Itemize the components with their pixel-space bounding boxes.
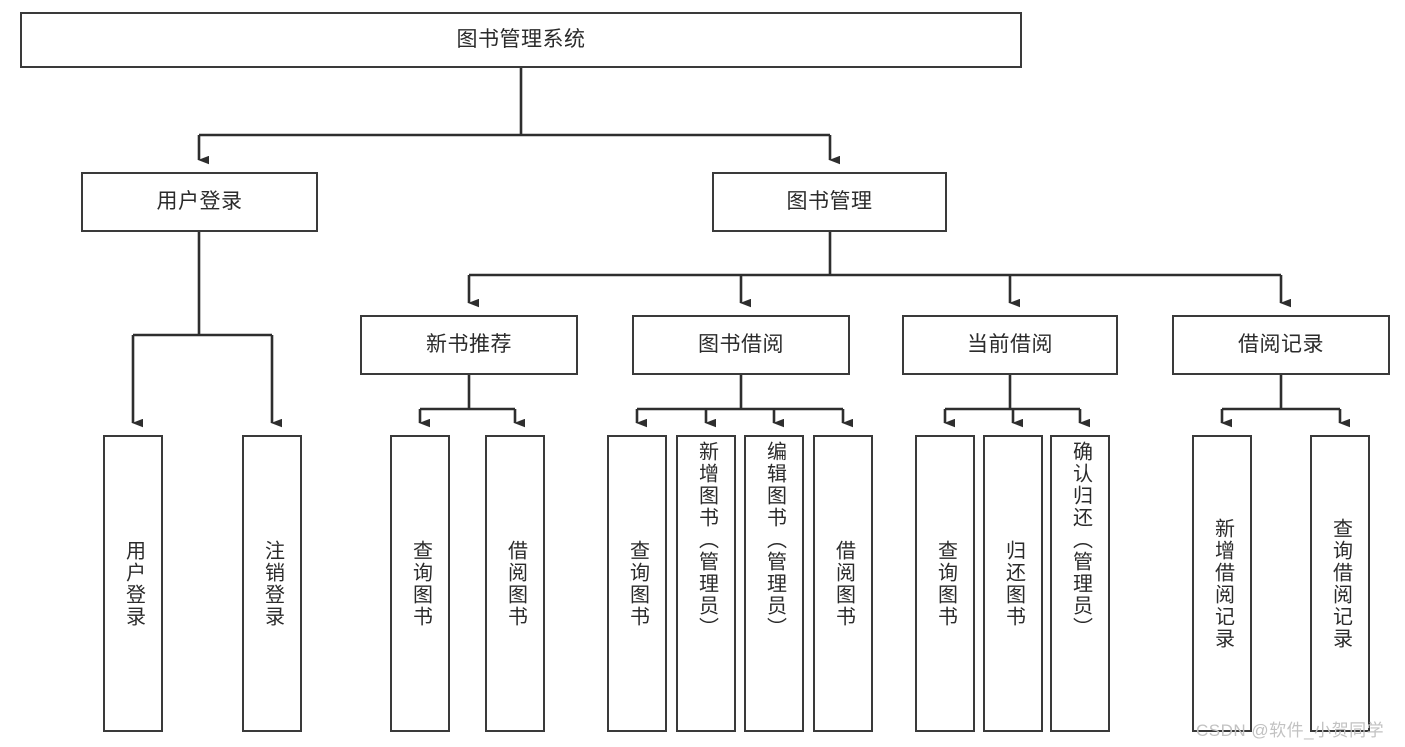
- leaf-node[interactable]: 借阅图书: [485, 435, 545, 732]
- node-label: 查询借阅记录: [1329, 517, 1352, 650]
- node-label: 确认归还（管理员）: [1069, 441, 1092, 639]
- node-current-borrowing[interactable]: 当前借阅: [902, 315, 1118, 375]
- leaf-node[interactable]: 归还图书: [983, 435, 1043, 732]
- node-borrow-records[interactable]: 借阅记录: [1172, 315, 1390, 375]
- node-label: 用户登录: [122, 539, 145, 628]
- csdn-watermark: CSDN @软件_小贺同学: [1196, 721, 1385, 740]
- node-label: 借阅图书: [504, 539, 527, 628]
- node-label: 借阅图书: [832, 539, 855, 628]
- node-label: 查询图书: [626, 539, 649, 628]
- leaf-node[interactable]: 确认归还（管理员）: [1050, 435, 1110, 732]
- leaf-node[interactable]: 编辑图书（管理员）: [744, 435, 804, 732]
- node-label: 注销登录: [261, 539, 284, 628]
- node-label: 新书推荐: [426, 332, 512, 356]
- leaf-node[interactable]: 新增借阅记录: [1192, 435, 1252, 732]
- node-system-root[interactable]: 图书管理系统: [20, 12, 1022, 68]
- node-label: 用户登录: [156, 189, 243, 213]
- node-label: 新增图书（管理员）: [695, 441, 718, 639]
- leaf-node[interactable]: 查询图书: [390, 435, 450, 732]
- node-label: 当前借阅: [967, 332, 1053, 356]
- node-label: 归还图书: [1002, 539, 1025, 628]
- node-label: 编辑图书（管理员）: [763, 441, 786, 639]
- node-label: 图书管理系统: [456, 27, 586, 51]
- node-new-book-recommendation[interactable]: 新书推荐: [360, 315, 578, 375]
- leaf-node[interactable]: 查询借阅记录: [1310, 435, 1370, 732]
- node-label: 新增借阅记录: [1211, 517, 1234, 650]
- leaf-node[interactable]: 查询图书: [607, 435, 667, 732]
- node-label: 图书管理: [786, 189, 873, 213]
- node-book-management[interactable]: 图书管理: [712, 172, 947, 232]
- leaf-node[interactable]: 借阅图书: [813, 435, 873, 732]
- leaf-node[interactable]: 查询图书: [915, 435, 975, 732]
- node-label: 借阅记录: [1238, 332, 1324, 356]
- node-book-borrowing[interactable]: 图书借阅: [632, 315, 850, 375]
- node-user-login[interactable]: 用户登录: [81, 172, 318, 232]
- node-label: 查询图书: [934, 539, 957, 628]
- node-label: 图书借阅: [698, 332, 784, 356]
- leaf-node[interactable]: 注销登录: [242, 435, 302, 732]
- leaf-node[interactable]: 新增图书（管理员）: [676, 435, 736, 732]
- leaf-node[interactable]: 用户登录: [103, 435, 163, 732]
- node-label: 查询图书: [409, 539, 432, 628]
